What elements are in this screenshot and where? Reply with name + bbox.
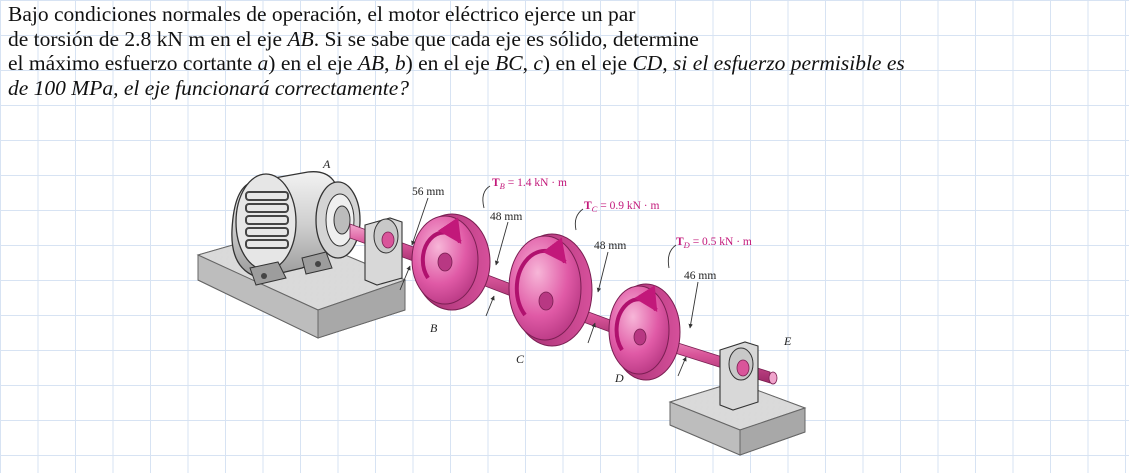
bearing-base-right: E <box>668 334 807 456</box>
torque-b-arrow-icon <box>420 217 462 280</box>
problem-line-2: de torsión de 2.8 kN m en el eje AB. Si … <box>8 27 1123 52</box>
dim-de-label: 46 mm <box>684 270 716 282</box>
dim-ab-label: 56 mm <box>412 186 444 198</box>
problem-text: el máximo esfuerzo cortante <box>8 51 258 75</box>
problem-statement: Bajo condiciones normales de operación, … <box>8 2 1123 100</box>
problem-text: ) en el eje <box>268 51 358 75</box>
problem-text: CD, si el esfuerzo permisible es <box>632 51 905 75</box>
gear-b: B <box>411 213 491 335</box>
point-b-label: B <box>430 321 438 335</box>
svg-text:TC = 0.9 kN · m: TC = 0.9 kN · m <box>584 200 659 214</box>
point-c-label: C <box>516 352 525 366</box>
torque-b-subscript: B <box>500 181 505 191</box>
problem-text: ) en el eje <box>542 51 633 75</box>
problem-line-4: de 100 MPa, el eje funcionará correctame… <box>8 76 1123 101</box>
problem-text: , <box>522 51 534 75</box>
torque-b-symbol: T <box>492 177 500 189</box>
gear-d: D <box>608 283 681 385</box>
point-a-label: A <box>322 157 331 171</box>
problem-text: de torsión de 2.8 kN m en el eje <box>8 26 288 51</box>
torque-c-value: = 0.9 kN · m <box>597 200 659 212</box>
torque-b-value: = 1.4 kN · m <box>505 177 567 189</box>
dim-cd-label: 48 mm <box>594 240 626 252</box>
problem-text: ) en el eje <box>405 51 496 75</box>
torque-d-symbol: T <box>676 236 684 248</box>
bearing-left <box>364 217 403 286</box>
shaft-ab-ref: AB <box>287 26 314 51</box>
point-e-label: E <box>783 334 792 348</box>
problem-text: . Si se sabe que cada eje es sólido, det… <box>313 26 699 51</box>
problem-text: , <box>384 51 395 75</box>
problem-text: Bajo condiciones normales de operación, … <box>8 2 636 26</box>
part-c-ref: c <box>533 51 543 75</box>
shaft-ab-ref: AB <box>357 51 385 75</box>
electric-motor: A <box>231 157 361 286</box>
dimension-leaders <box>399 197 699 377</box>
part-a-ref: a <box>257 51 269 75</box>
problem-line-1: Bajo condiciones normales de operación, … <box>8 2 1123 27</box>
shaft-assembly-figure: A E B C <box>196 157 807 456</box>
shaft-bc-ref: BC <box>495 51 523 75</box>
torque-d-label: TD = 0.5 kN · m <box>667 236 752 269</box>
problem-text: de 100 MPa, el eje funcionará correctame… <box>8 75 410 100</box>
svg-text:TB = 1.4 kN · m: TB = 1.4 kN · m <box>492 177 567 191</box>
torque-d-arrow-icon <box>614 285 658 352</box>
svg-text:TD = 0.5 kN · m: TD = 0.5 kN · m <box>676 236 752 250</box>
point-d-label: D <box>614 371 624 385</box>
gear-c: C <box>508 233 593 366</box>
torque-d-value: = 0.5 kN · m <box>690 236 752 248</box>
torque-c-symbol: T <box>584 200 592 212</box>
part-b-ref: b <box>394 51 406 75</box>
torque-c-subscript: C <box>592 204 598 214</box>
dim-bc-label: 48 mm <box>490 211 522 223</box>
torque-b-label: TB = 1.4 kN · m <box>482 177 567 209</box>
torque-d-subscript: D <box>683 240 691 250</box>
torque-c-arrow-icon <box>514 237 567 317</box>
torque-c-label: TC = 0.9 kN · m <box>574 200 659 231</box>
problem-line-3: el máximo esfuerzo cortante a) en el eje… <box>8 51 1123 76</box>
